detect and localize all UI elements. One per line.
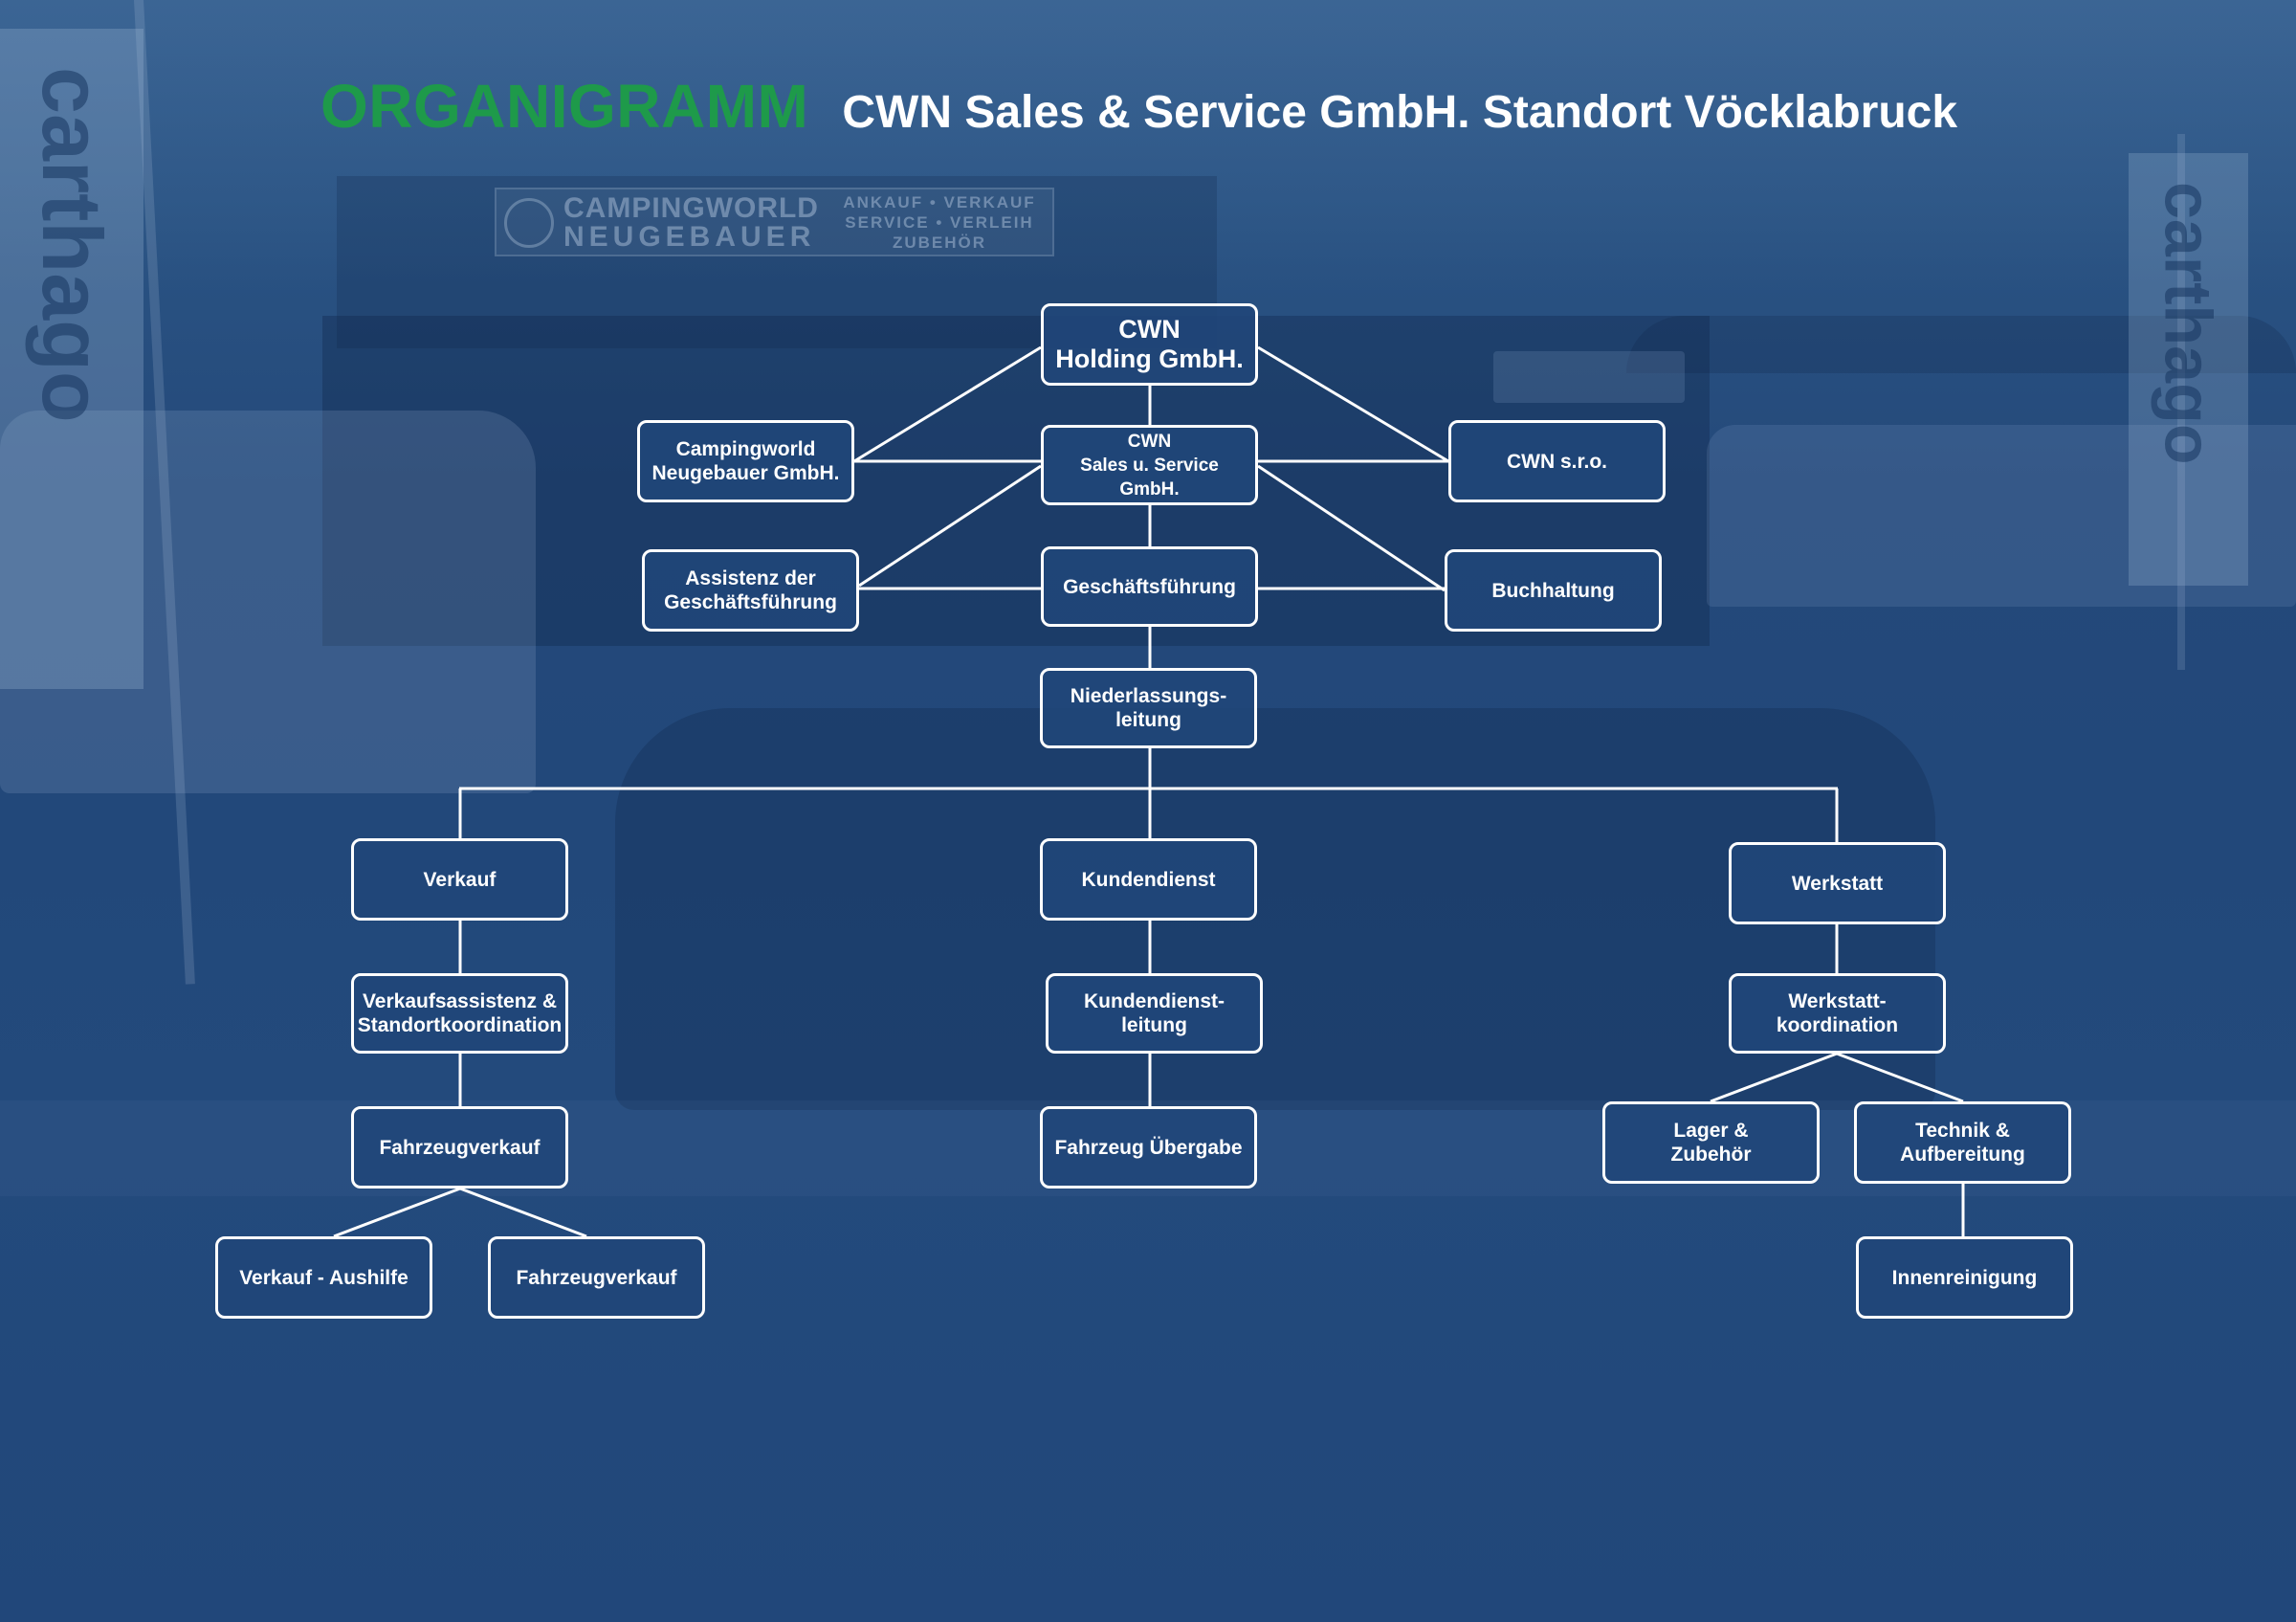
node-label: Verkauf — [423, 868, 497, 891]
node-sales-service: CWN Sales u. Service GmbH. — [1041, 425, 1258, 505]
node-geschaeftsfuehrung: Geschäftsführung — [1041, 546, 1258, 627]
node-label: Standortkoordination — [357, 1014, 563, 1036]
node-label: Werkstatt — [1791, 872, 1884, 895]
sign-service-line: ANKAUF • VERKAUF — [843, 193, 1036, 211]
node-label: koordination — [1776, 1014, 1899, 1036]
node-label: leitung — [1115, 709, 1181, 731]
node-label: Geschäftsführung — [664, 591, 837, 613]
node-label: Fahrzeugverkauf — [516, 1266, 677, 1289]
node-label: Innenreinigung — [1891, 1266, 2038, 1289]
hills — [1626, 316, 2296, 373]
connector-line — [459, 1187, 587, 1238]
node-label: Buchhaltung — [1491, 579, 1615, 602]
page-title: ORGANIGRAMM — [320, 72, 809, 141]
node-label: Geschäftsführung — [1063, 575, 1236, 598]
node-kundendienstleitung: Kundendienst- leitung — [1046, 973, 1263, 1054]
node-fahrzeugverkauf: Fahrzeugverkauf — [351, 1106, 568, 1189]
sign-service-line: SERVICE • VERLEIH — [845, 213, 1034, 232]
node-label: Technik & — [1915, 1120, 2010, 1142]
team-group — [615, 708, 1935, 1110]
flag-logo: carthago — [2151, 182, 2226, 465]
node-werkstattkoordination: Werkstatt- koordination — [1729, 973, 1946, 1054]
node-verkauf-aushilfe: Verkauf - Aushilfe — [215, 1236, 432, 1319]
sky-area — [0, 0, 2296, 287]
node-buchhaltung: Buchhaltung — [1445, 549, 1662, 632]
node-technik-aufbereitung: Technik & Aufbereitung — [1854, 1101, 2071, 1184]
flagpole-right — [2177, 134, 2185, 670]
sign-service-line: ZUBEHÖR — [892, 233, 987, 252]
node-verkaufsassistenz: Verkaufsassistenz & Standortkoordination — [351, 973, 568, 1054]
node-niederlassungsleitung: Niederlassungs- leitung — [1040, 668, 1257, 748]
connector-line — [1836, 1052, 1964, 1103]
node-label: Kundendienst- — [1084, 990, 1225, 1012]
node-label: Zubehör — [1670, 1144, 1752, 1166]
node-innenreinigung: Innenreinigung — [1856, 1236, 2073, 1319]
sign-name-line-2: NEUGEBAUER — [563, 221, 816, 253]
motorhomes-right — [1707, 425, 2296, 607]
connector-line — [853, 345, 1042, 463]
node-label: Verkauf - Aushilfe — [239, 1266, 408, 1289]
node-assistenz-gf: Assistenz der Geschäftsführung — [642, 549, 859, 632]
connector-line — [1710, 1052, 1838, 1103]
node-fahrzeugverkauf-2: Fahrzeugverkauf — [488, 1236, 705, 1319]
node-label: CWN — [1118, 315, 1181, 344]
node-holding: CWN Holding GmbH. — [1041, 303, 1258, 386]
connector-line — [858, 464, 1042, 588]
node-label: Niederlassungs- — [1070, 685, 1227, 707]
node-lager-zubehoer: Lager & Zubehör — [1602, 1101, 1820, 1184]
node-label: Kundendienst — [1081, 868, 1216, 891]
flag-logo: carthago — [25, 67, 120, 423]
node-label: Fahrzeug Übergabe — [1054, 1136, 1243, 1159]
node-label: Assistenz der — [685, 567, 816, 589]
flag-right: carthago — [2129, 153, 2248, 586]
node-label: Aufbereitung — [1900, 1144, 2025, 1166]
node-label: Werkstatt- — [1788, 990, 1887, 1012]
sign-name-line-1: CAMPINGWORLD — [563, 192, 819, 224]
page-subtitle: CWN Sales & Service GmbH. Standort Vöckl… — [842, 87, 1958, 138]
connector-line — [1257, 464, 1446, 592]
node-label: Verkaufsassistenz & — [362, 990, 558, 1012]
node-kundendienst: Kundendienst — [1040, 838, 1257, 921]
page-header: ORGANIGRAMM CWN Sales & Service GmbH. St… — [320, 72, 1957, 147]
node-label: Holding GmbH. — [1055, 344, 1244, 373]
node-verkauf: Verkauf — [351, 838, 568, 921]
node-label: Neugebauer GmbH. — [651, 462, 840, 484]
motorhomes-left — [0, 411, 536, 793]
node-label: Lager & — [1673, 1120, 1749, 1142]
node-fahrzeug-uebergabe: Fahrzeug Übergabe — [1040, 1106, 1257, 1189]
node-label: CWN s.r.o. — [1506, 450, 1607, 473]
node-label: CWN — [1127, 431, 1172, 452]
node-label: Campingworld — [675, 438, 816, 460]
globe-logo-icon — [504, 198, 554, 248]
flag-left: carthago — [0, 29, 144, 689]
node-label: Fahrzeugverkauf — [379, 1136, 541, 1159]
node-cwn-sro: CWN s.r.o. — [1448, 420, 1666, 502]
connector-line — [333, 1187, 461, 1238]
node-label: leitung — [1121, 1014, 1187, 1036]
node-label: Sales u. Service — [1080, 455, 1219, 476]
node-werkstatt: Werkstatt — [1729, 842, 1946, 924]
node-campingworld: Campingworld Neugebauer GmbH. — [637, 420, 854, 502]
building-sign: CAMPINGWORLD NEUGEBAUER ANKAUF • VERKAUF… — [495, 188, 1054, 256]
welcome-board — [1493, 351, 1685, 403]
node-label: GmbH. — [1119, 478, 1180, 500]
connector-line — [1257, 345, 1449, 463]
